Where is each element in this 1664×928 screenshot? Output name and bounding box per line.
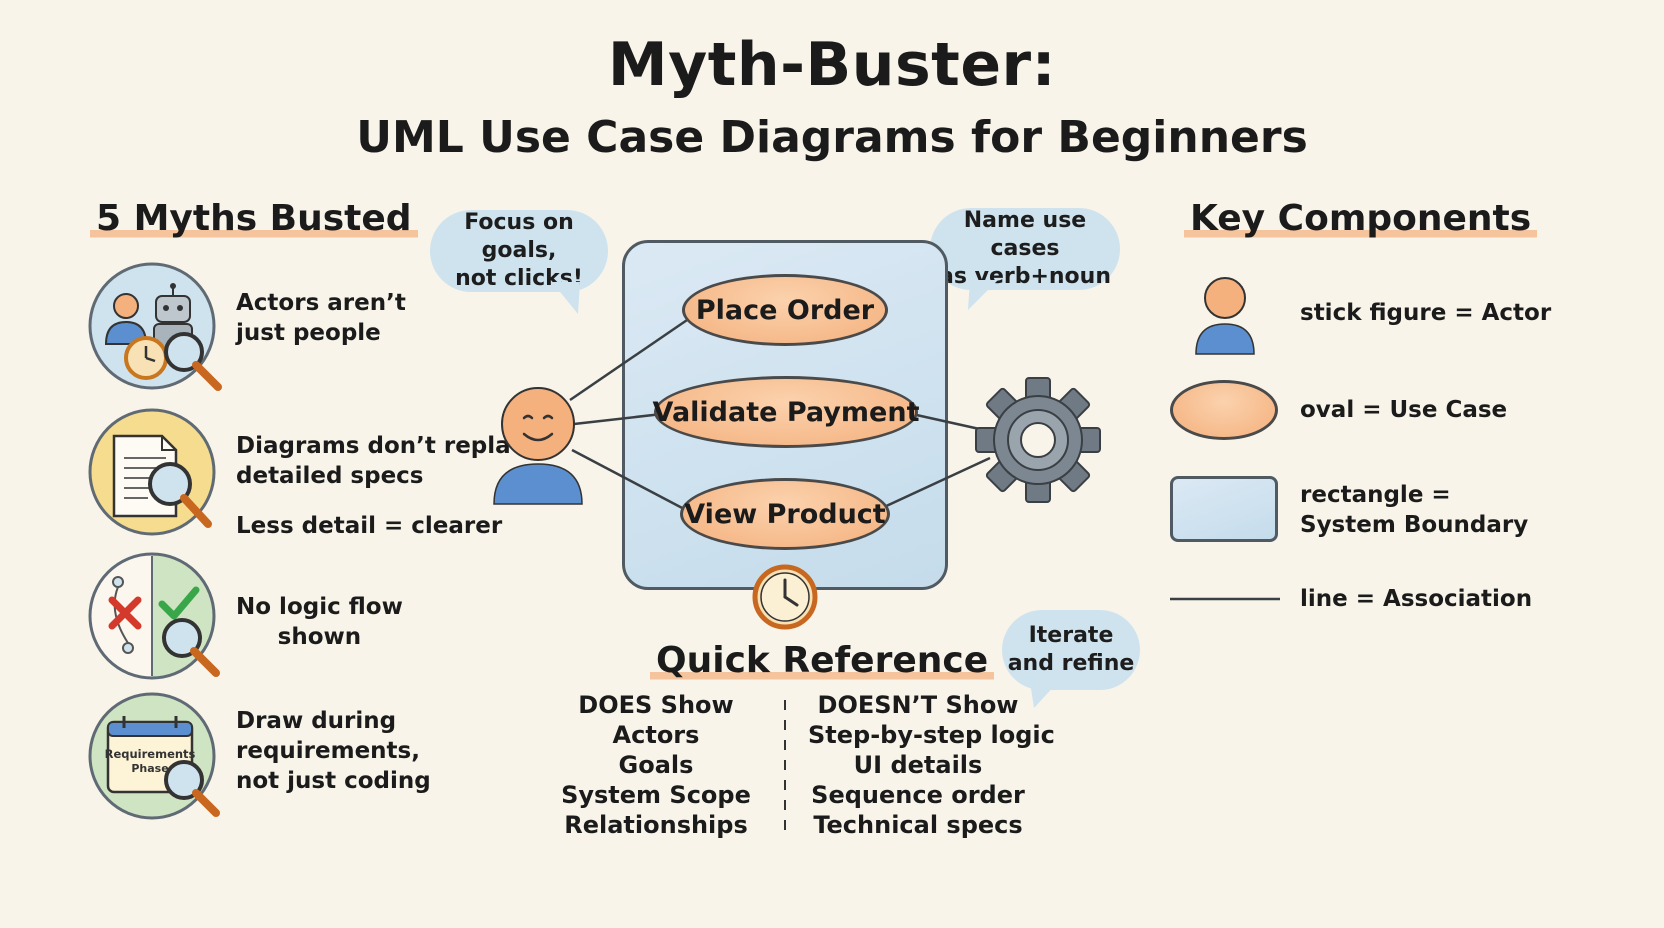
myths-heading: 5 Myths Busted: [90, 198, 418, 239]
document-magnifier-icon: [88, 408, 218, 538]
svg-text:Phase: Phase: [131, 762, 168, 775]
myth-5-text: Draw during requirements, not just codin…: [236, 708, 431, 794]
key-components-heading: Key Components: [1184, 198, 1538, 239]
page-title: Myth-Buster:: [607, 30, 1057, 100]
svg-text:Requirements: Requirements: [105, 747, 196, 761]
use-case-validate-payment: Validate Payment: [653, 376, 919, 448]
does-show-item: Goals: [618, 751, 694, 779]
bubble-iterate-tail: [1030, 682, 1058, 708]
component-association-label: line = Association: [1300, 586, 1533, 612]
doesnt-show-item: Technical specs: [813, 811, 1023, 839]
stick-figure-icon: [1192, 274, 1258, 356]
doesnt-show-item: Step-by-step logic: [808, 721, 1055, 749]
person-robot-clock-magnifier-icon: [88, 262, 222, 392]
doesnt-show-item: UI details: [853, 751, 983, 779]
reference-divider: [784, 700, 786, 832]
does-show-item: Actors: [612, 721, 700, 749]
oval-symbol: [1170, 380, 1278, 440]
does-show-title: DOES Show: [578, 691, 734, 719]
bubble-goals: Focus on goals, not clicks!: [430, 210, 608, 292]
bubble-naming-tail: [968, 280, 998, 310]
myth-2-text: Diagrams don’t replace detailed specs: [236, 433, 540, 489]
bubble-iterate: Iterate and refine: [1002, 610, 1140, 690]
clock-icon: [752, 564, 818, 630]
line-symbol: [1170, 597, 1280, 601]
doesnt-show-column: DOESN’T Show Step-by-step logic UI detai…: [808, 690, 1055, 840]
rectangle-symbol: [1170, 476, 1278, 542]
myth-3-text: Less detail = clearer: [236, 513, 503, 539]
does-show-item: Relationships: [564, 811, 748, 839]
component-actor-label: stick figure = Actor: [1300, 300, 1552, 326]
flow-check-cross-icon: [88, 552, 220, 682]
myth-1-text: Actors aren’t just people: [236, 290, 406, 346]
component-use-case-label: oval = Use Case: [1300, 397, 1508, 423]
page-subtitle: UML Use Case Diagrams for Beginners: [356, 112, 1308, 163]
quick-reference-heading: Quick Reference: [650, 640, 995, 681]
calendar-requirements-icon: Requirements Phase: [88, 692, 220, 822]
smiling-actor-icon: [490, 380, 586, 506]
does-show-column: DOES Show Actors Goals System Scope Rela…: [560, 690, 752, 840]
bubble-goals-tail: [552, 282, 580, 314]
does-show-item: System Scope: [561, 781, 751, 809]
doesnt-show-item: Sequence order: [811, 781, 1025, 809]
myth-4-text: No logic flow shown: [236, 594, 403, 650]
doesnt-show-title: DOESN’T Show: [817, 691, 1019, 719]
component-system-boundary-label: rectangle = System Boundary: [1300, 482, 1529, 538]
gear-icon: [974, 376, 1102, 504]
use-case-place-order: Place Order: [682, 274, 888, 346]
use-case-view-product: View Product: [680, 478, 890, 550]
